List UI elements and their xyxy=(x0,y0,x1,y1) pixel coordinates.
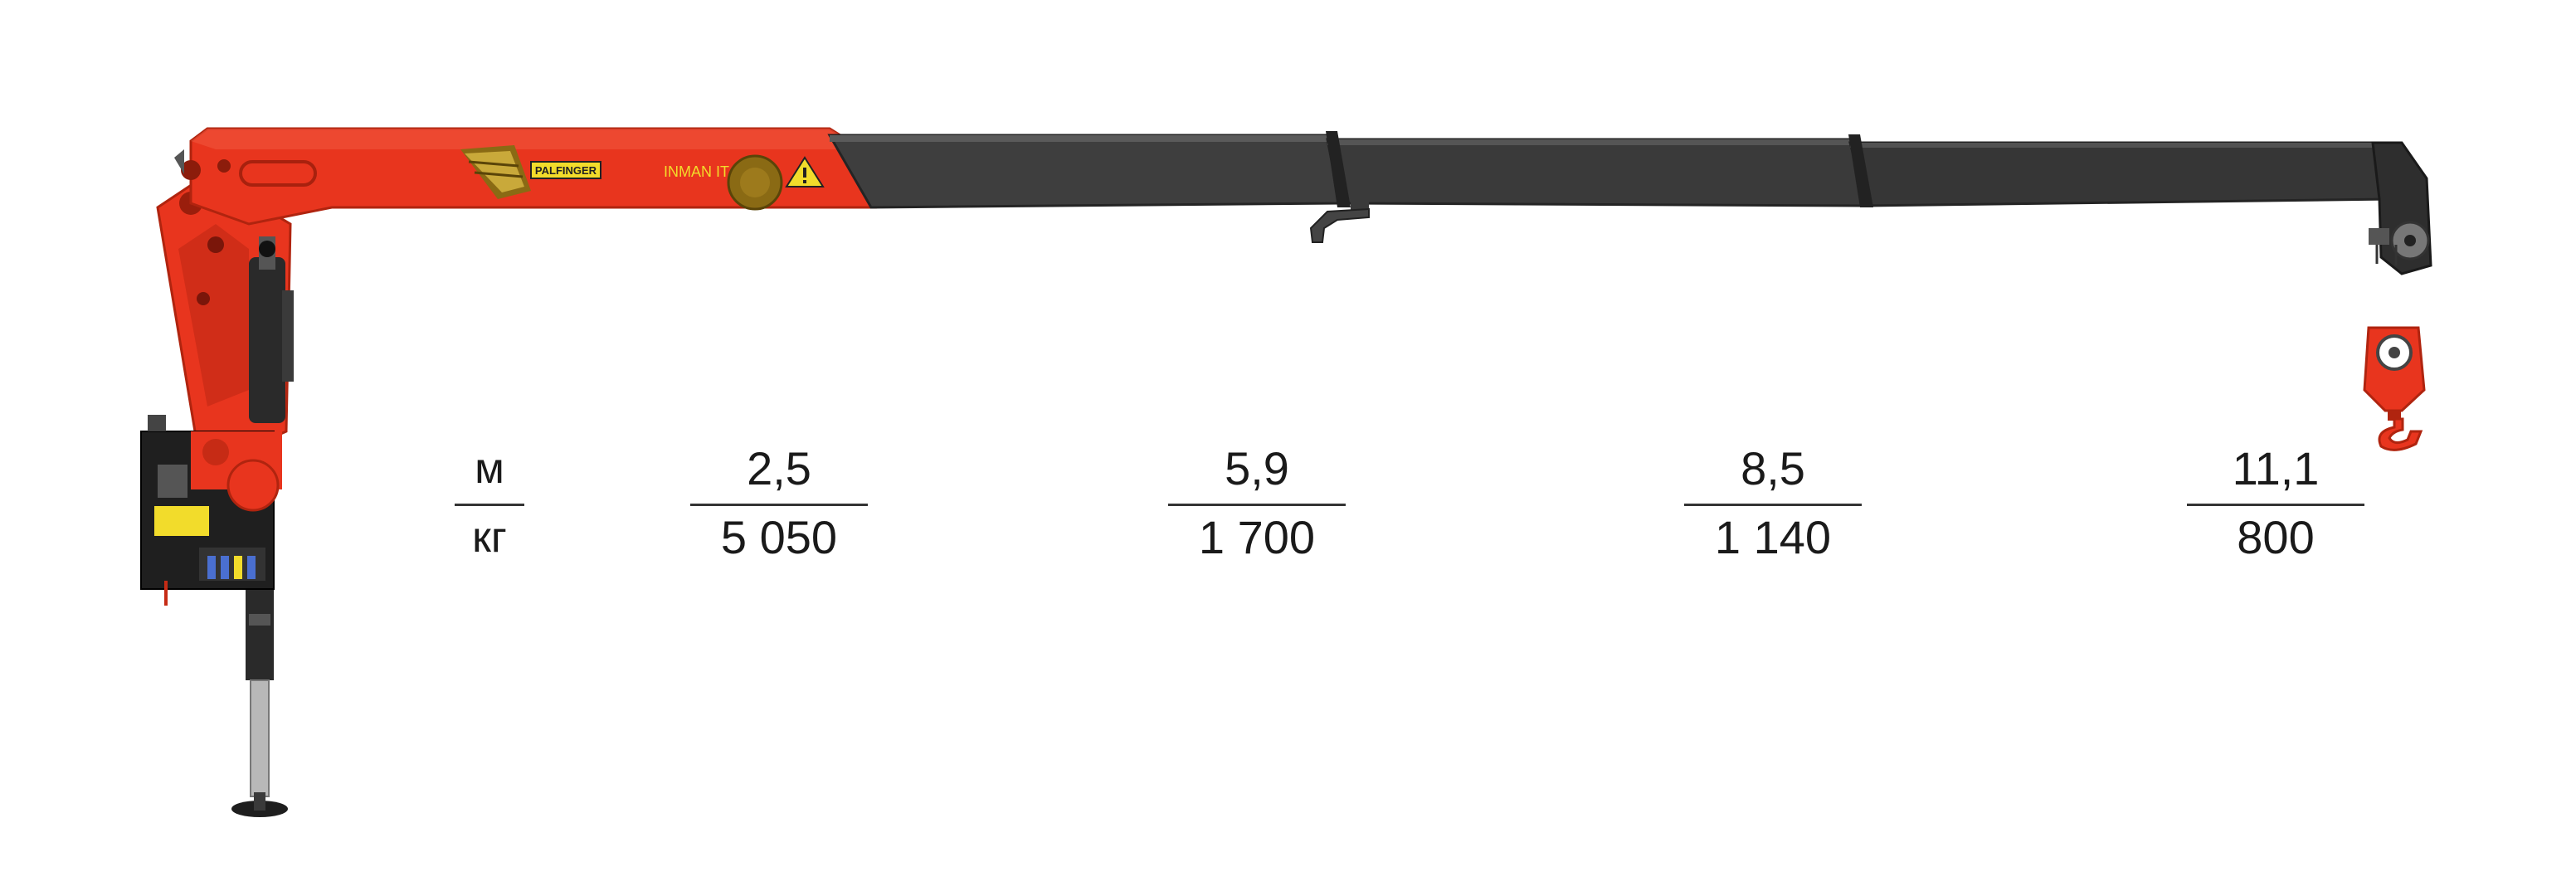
value-divider xyxy=(690,504,868,506)
accessory-hook xyxy=(1309,199,1370,243)
crane-base xyxy=(140,415,282,606)
extension-3 xyxy=(1848,134,2391,207)
value-divider xyxy=(2187,504,2364,506)
load-value: 800 xyxy=(2237,511,2315,563)
reach-value: 2,5 xyxy=(747,442,811,494)
hook-block xyxy=(2363,326,2426,451)
load-value: 1 140 xyxy=(1714,511,1832,563)
warning-icon xyxy=(785,156,825,187)
reach-value: 5,9 xyxy=(1225,442,1289,494)
extension-1 xyxy=(827,134,1342,209)
reach-load-pair-3: 8,5 1 140 xyxy=(1684,442,1862,564)
extension-2 xyxy=(1326,131,1868,207)
boom-tip xyxy=(2369,141,2432,275)
reach-load-pair-2: 5,9 1 700 xyxy=(1168,442,1346,564)
load-value: 5 050 xyxy=(720,511,838,563)
unit-legend: м кг xyxy=(455,442,524,564)
brand-logo: PALFINGER xyxy=(530,161,601,179)
unit-divider xyxy=(455,504,524,506)
load-chart-decal xyxy=(460,145,531,199)
svg-text:PALFINGER: PALFINGER xyxy=(535,164,597,177)
value-divider xyxy=(1684,504,1862,506)
reach-unit-label: м xyxy=(475,445,504,493)
reach-load-pair-4: 11,1 800 xyxy=(2187,442,2364,564)
reach-value: 8,5 xyxy=(1741,442,1805,494)
reach-load-pair-1: 2,5 5 050 xyxy=(690,442,868,564)
slewing-cap xyxy=(727,154,783,211)
value-divider xyxy=(1168,504,1346,506)
reach-value: 11,1 xyxy=(2232,442,2320,494)
load-value: 1 700 xyxy=(1198,511,1316,563)
lift-cylinder xyxy=(249,236,294,423)
load-unit-label: кг xyxy=(472,514,507,562)
